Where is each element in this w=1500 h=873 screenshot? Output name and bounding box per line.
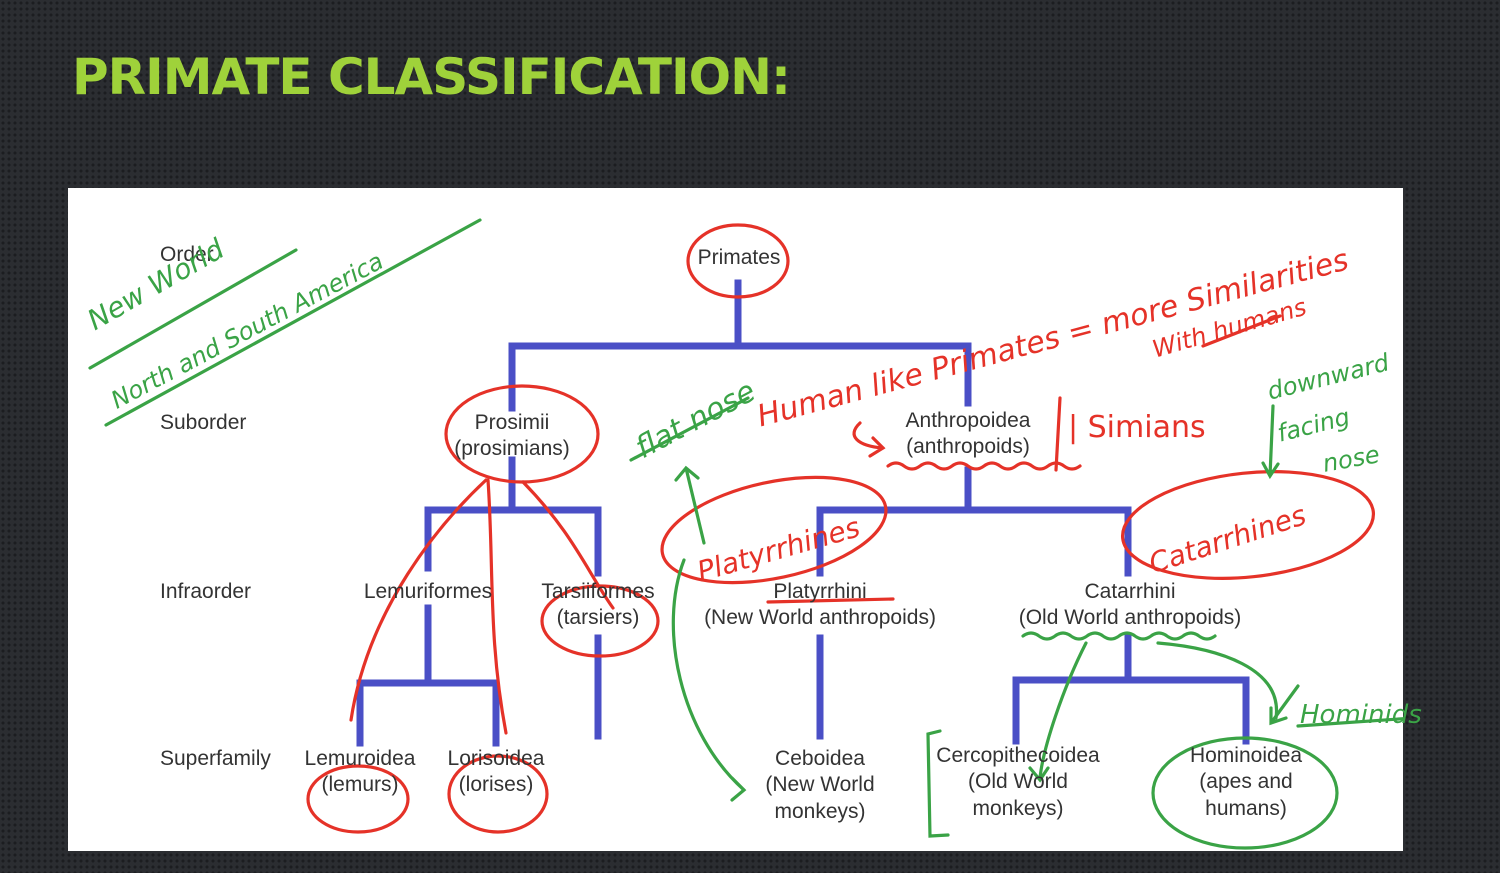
- circle-hominoidea: [1151, 736, 1339, 850]
- diagram-panel: Order Suborder Infraorder Superfamily Pr…: [68, 188, 1422, 851]
- arrow-flat-nose-to-platyrrhines: [674, 465, 706, 545]
- taxon-primates: Primates: [697, 246, 781, 269]
- arrow-catarrhini-to-hominoidea: [1156, 641, 1279, 720]
- line-prosimii-to-lemuroidea: [349, 478, 488, 722]
- underline-north-south-america: [104, 218, 482, 427]
- arrow-downward-nose: [1261, 404, 1280, 480]
- rank-infraorder: Infraorder: [160, 580, 252, 603]
- taxon-hominoidea: Hominoidea (apes and humans): [1189, 744, 1303, 820]
- circle-lorises: [447, 754, 549, 834]
- taxon-ceboidea: Ceboidea (New World monkeys): [765, 747, 875, 823]
- circle-tarsiers: [540, 584, 660, 658]
- taxon-anthropoidea: Anthropoidea (anthropoids): [905, 409, 1031, 459]
- underline-with-humans: [1201, 314, 1282, 348]
- circle-catarrhines: [1120, 470, 1376, 580]
- arrow-to-ceboidea: [671, 558, 747, 802]
- taxon-cercopithecoidea: Cercopithecoidea (Old World monkeys): [936, 744, 1100, 820]
- arrow-human-like-to-anthropoidea: [852, 421, 886, 458]
- slide-title: PRIMATE CLASSIFICATION:: [72, 48, 791, 106]
- circle-primates: [686, 223, 790, 299]
- bracket-cercopithecoidea: [926, 729, 950, 838]
- rank-superfamily: Superfamily: [160, 747, 271, 770]
- circle-lemurs: [306, 764, 410, 834]
- taxon-platyrrhini: Platyrrhini (New World anthropoids): [704, 580, 936, 630]
- underline-anthropoidea-wavy: [886, 461, 1082, 471]
- note-simians: | Simians: [1068, 410, 1206, 445]
- taxon-lemuriformes: Lemuriformes: [363, 580, 493, 603]
- line-prosimii-to-tarsiiformes: [521, 480, 615, 610]
- classification-tree-lines: [88, 218, 1403, 850]
- underline-catarrhini-wavy: [1021, 631, 1217, 641]
- underline-new-world: [88, 248, 298, 370]
- divider-simians: [1054, 396, 1062, 472]
- taxon-lemuroidea: Lemuroidea (lemurs): [304, 747, 416, 797]
- rank-suborder: Suborder: [160, 411, 247, 434]
- taxon-tarsiiformes: Tarsiiformes (tarsiers): [541, 580, 655, 630]
- taxon-prosimii: Prosimii (prosimians): [454, 411, 570, 461]
- arrow-hominids-to-hominoidea: [1269, 684, 1300, 726]
- arrow-catarrhini-to-cercopithecoidea: [1028, 641, 1088, 783]
- taxon-catarrhini: Catarrhini (Old World anthropoids): [1018, 580, 1242, 630]
- underline-platyrrhini: [766, 597, 895, 604]
- note-hominids: Hominids: [1300, 700, 1422, 730]
- line-prosimii-to-lorisoidea: [486, 478, 508, 735]
- circle-platyrrhines: [660, 475, 888, 585]
- rank-order: Order: [160, 243, 214, 266]
- underline-flat-nose: [629, 396, 750, 462]
- taxon-lorisoidea: Lorisoidea (lorises): [447, 747, 545, 797]
- underline-hominids: [1296, 717, 1403, 728]
